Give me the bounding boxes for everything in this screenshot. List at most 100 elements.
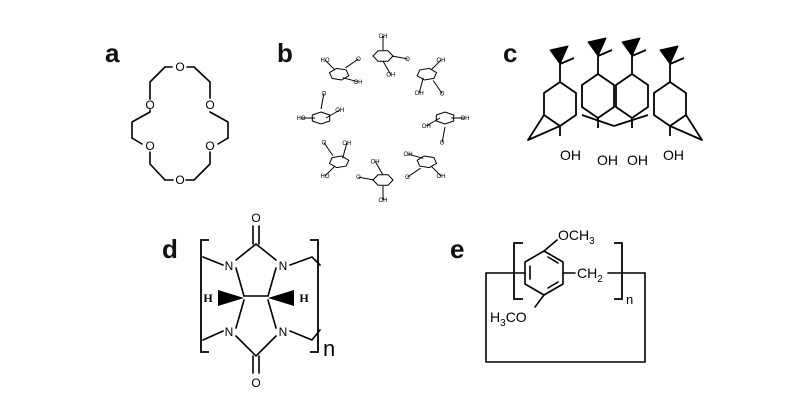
calix-phenol-ring: [615, 73, 649, 119]
cb-bottom-ring: [235, 299, 277, 357]
hydroxymethyl-bond: [324, 165, 336, 177]
hydroxyl-outer: HO: [321, 174, 330, 180]
pa-repeat-n: n: [626, 292, 633, 307]
crown-o-lower-right: O: [205, 139, 214, 153]
glycosidic-oxygen: O: [440, 140, 445, 146]
cb-wedge-left: [218, 290, 244, 306]
pa-benzene-double-bonds: [529, 256, 559, 289]
glucose-ring: [311, 111, 331, 125]
calixarene-structure: [527, 37, 703, 141]
crown-o-top: O: [175, 60, 184, 74]
glycosidic-oxygen: O: [440, 92, 445, 98]
glycosidic-bond: [323, 142, 334, 156]
cb-h-right: H: [299, 291, 309, 305]
panel-label-c: c: [503, 38, 517, 68]
glycosidic-bond: [320, 93, 325, 110]
cb-n-top-left: N: [225, 259, 234, 273]
calix-tbutyl-group: [621, 37, 641, 57]
hydroxyl-outer: HO: [321, 58, 330, 64]
glycosidic-bond: [391, 55, 408, 60]
glucose-ring: [372, 174, 394, 186]
glucose-ring: [372, 50, 394, 62]
pa-bond-ome-top: [543, 239, 558, 252]
cb-carbonyl-o-bottom: O: [251, 376, 260, 390]
calix-tbutyl-methyl: [559, 57, 575, 65]
glycosidic-oxygen: O: [405, 57, 410, 63]
glucose-ring: [435, 111, 455, 125]
panel-label-a: a: [105, 38, 120, 68]
pa-bracket-left: [513, 242, 523, 300]
glycosidic-oxygen: O: [356, 175, 361, 181]
hydroxyl-outer: OH: [379, 198, 388, 204]
calix-tbutyl-group: [659, 45, 679, 65]
glycosidic-oxygen: O: [322, 140, 327, 146]
hydroxymethyl-bond: [430, 59, 442, 71]
cb-repeat-n: n: [323, 336, 335, 361]
calix-tbutyl-group: [587, 37, 607, 57]
hydroxyl-outer: OH: [379, 34, 388, 40]
cb-wedge-right: [268, 290, 294, 306]
panel-d-cucurbituril: d n O O N N N N H H: [162, 211, 335, 390]
hydroxymethyl-bond: [324, 59, 336, 71]
pa-methylene: CH2: [577, 265, 603, 285]
calix-oh-4: OH: [663, 147, 684, 163]
panel-label-b: b: [277, 38, 293, 68]
cb-co-bottom: [252, 355, 260, 374]
hydroxyl-bond: [418, 77, 424, 94]
hydroxyl-bond: [374, 161, 384, 176]
panel-label-e: e: [450, 234, 464, 264]
hydroxyl-inner: OH: [404, 152, 413, 158]
calix-phenol-ring: [543, 81, 577, 127]
hydroxymethyl-bond: [430, 165, 442, 177]
cb-co-top: [252, 225, 260, 245]
cb-h-left: H: [203, 291, 213, 305]
calix-tbutyl-group: [549, 45, 569, 65]
calix-phenol-ring: [581, 73, 615, 119]
hydroxyl-inner: OH: [422, 124, 431, 130]
pa-methoxy-bottom: H3CO: [490, 309, 527, 329]
pa-bond-ome-bottom: [534, 294, 545, 308]
hydroxyl-outer: HO: [297, 116, 306, 122]
crown-o-bottom: O: [175, 173, 184, 187]
glycosidic-bond: [345, 58, 359, 69]
pa-bracket-right: [614, 242, 623, 300]
hydroxyl-inner: OH: [335, 108, 344, 114]
hydroxyl-bond: [426, 117, 441, 127]
glycosidic-bond: [441, 126, 446, 143]
calix-oh-2: OH: [597, 152, 618, 168]
glycosidic-bond: [358, 176, 375, 181]
glucose-ring: [328, 67, 350, 81]
glycosidic-bond: [407, 167, 421, 178]
hydroxyl-inner: OH: [353, 80, 362, 86]
hydroxyl-bond: [342, 142, 348, 159]
crown-ether-ring: [131, 66, 229, 181]
crown-o-upper-right: O: [205, 98, 214, 112]
calix-tbutyl-methyl: [597, 49, 613, 57]
hydroxyl-outer: OH: [436, 174, 445, 180]
hydroxyl-inner: OH: [371, 159, 380, 165]
hydroxyl-inner: OH: [386, 73, 395, 79]
cb-n-top-right: N: [279, 259, 288, 273]
cb-n-bottom-right: N: [279, 325, 288, 339]
pa-macrocycle-loop: [485, 272, 646, 363]
panel-e-pillararene: e n OCH3 H3CO CH2: [450, 227, 646, 363]
cb-methylene-links: [202, 256, 321, 341]
calix-oh-1: OH: [560, 147, 581, 163]
crown-o-upper-left: O: [145, 98, 154, 112]
crown-o-lower-left: O: [145, 139, 154, 153]
glucose-ring: [328, 155, 350, 169]
hydroxyl-inner: OH: [415, 91, 424, 97]
calix-methylene-bridges: [527, 114, 703, 141]
glycosidic-oxygen: O: [405, 175, 410, 181]
hydroxyl-bond: [325, 109, 340, 119]
cb-bracket-right: [310, 239, 319, 353]
panel-a-crown-ether: a O O O O O O: [105, 38, 229, 187]
hydroxyl-bond: [407, 153, 424, 159]
glucose-ring: [416, 67, 438, 81]
cb-bracket-left: [200, 239, 209, 353]
hydroxyl-bond: [342, 77, 359, 83]
calix-oh-3: OH: [627, 152, 648, 168]
